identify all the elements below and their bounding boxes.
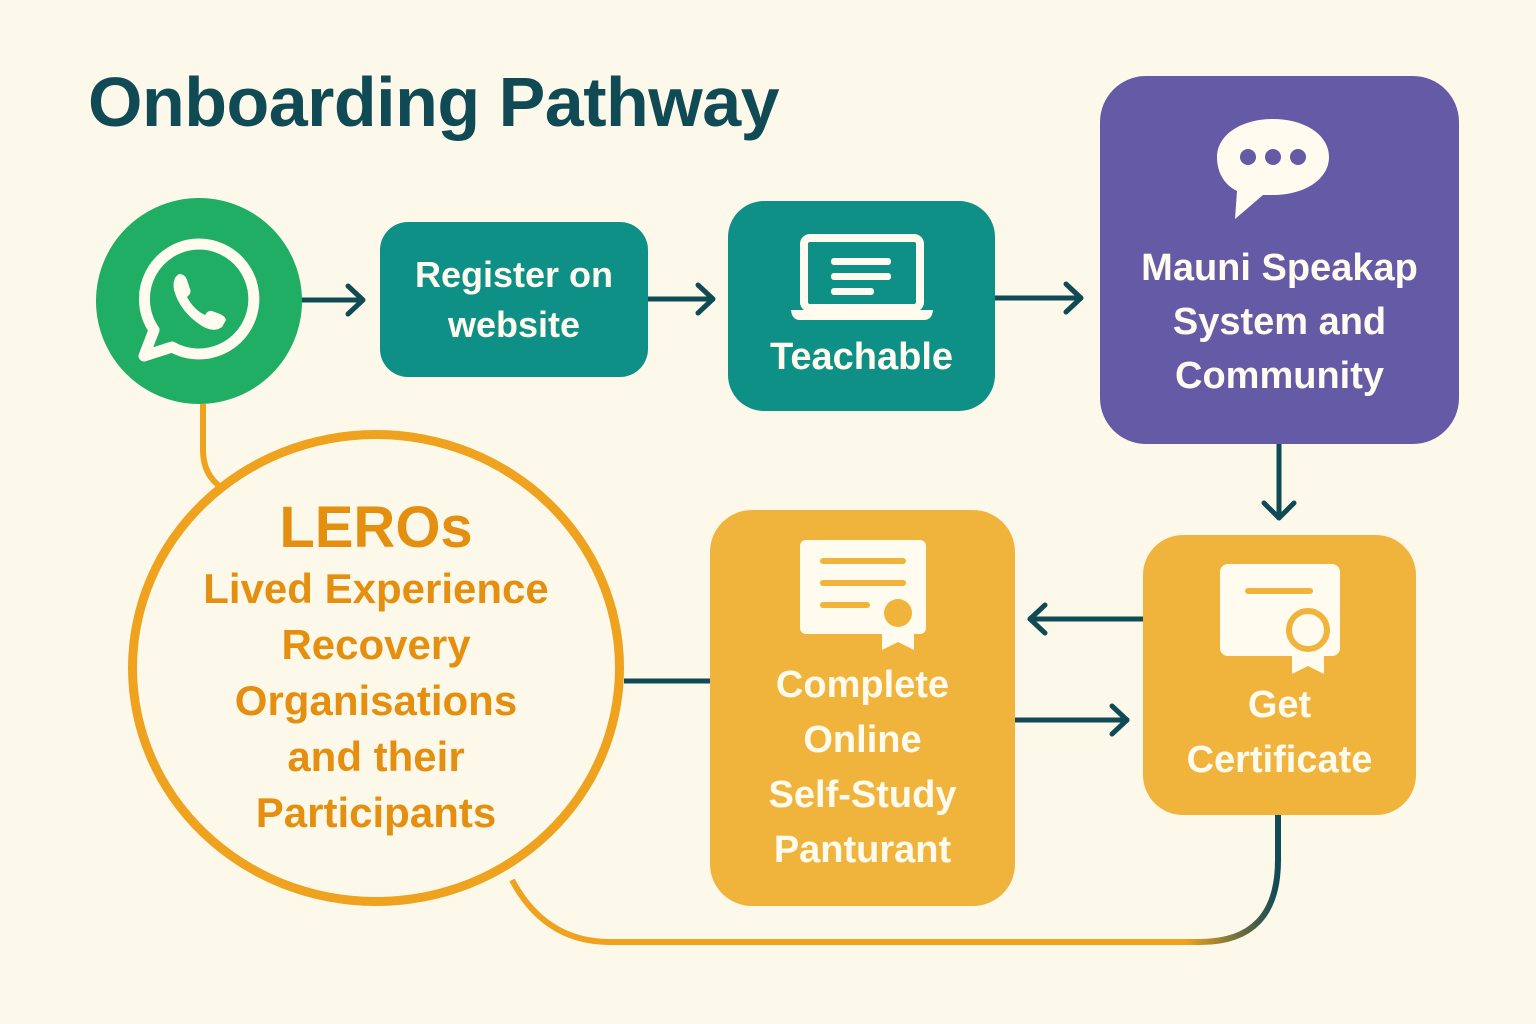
leros-label-line: Recovery bbox=[281, 621, 471, 668]
teachable-label: Teachable bbox=[769, 335, 954, 378]
leros-node[interactable]: LEROs Lived Experience Recovery Organisa… bbox=[128, 430, 624, 906]
certificate-icon bbox=[1219, 564, 1340, 674]
complete-self-study-node[interactable]: Complete Online Self-Study Panturant bbox=[710, 510, 1015, 906]
leros-label-line: Lived Experience bbox=[203, 565, 549, 612]
chat-bubble-icon bbox=[1216, 119, 1329, 219]
complete-label-line: Online bbox=[803, 719, 922, 761]
mauni-label-line: Mauni Speakap bbox=[1141, 247, 1418, 289]
whatsapp-node[interactable] bbox=[96, 198, 302, 404]
document-certificate-icon bbox=[799, 540, 926, 650]
arrow-mauni-certificate bbox=[1261, 441, 1297, 521]
get-certificate-label-line: Certificate bbox=[1186, 739, 1373, 781]
arrow-complete-certificate bbox=[1012, 703, 1130, 737]
complete-label-line: Panturant bbox=[773, 829, 952, 871]
register-label-line: Register on bbox=[414, 253, 614, 295]
connector-leros-certificate-loop bbox=[509, 815, 1281, 945]
mauni-label-line: System and bbox=[1172, 301, 1387, 343]
laptop-icon bbox=[790, 233, 933, 320]
mauni-label-line: Community bbox=[1175, 355, 1384, 397]
leros-label-line: and their bbox=[287, 733, 465, 780]
whatsapp-icon bbox=[138, 238, 260, 362]
register-node[interactable]: Register on website bbox=[380, 222, 648, 377]
register-label-line: website bbox=[447, 303, 581, 345]
arrow-whatsapp-register bbox=[299, 283, 366, 317]
get-certificate-node[interactable]: Get Certificate bbox=[1143, 535, 1416, 815]
complete-label-line: Self-Study bbox=[768, 774, 957, 816]
mauni-speakap-node[interactable]: Mauni Speakap System and Community bbox=[1100, 76, 1459, 444]
leros-heading: LEROs bbox=[279, 495, 473, 560]
leros-label-line: Organisations bbox=[234, 677, 518, 724]
get-certificate-label-line: Get bbox=[1247, 684, 1312, 726]
page-title: Onboarding Pathway bbox=[88, 63, 780, 141]
arrow-register-teachable bbox=[645, 282, 716, 316]
arrow-teachable-mauni bbox=[992, 281, 1084, 315]
teachable-node[interactable]: Teachable bbox=[728, 201, 995, 411]
leros-label-line: Participants bbox=[255, 789, 497, 836]
arrow-certificate-complete bbox=[1027, 602, 1146, 636]
connector-whatsapp-leros bbox=[200, 404, 224, 491]
complete-label-line: Complete bbox=[775, 664, 950, 706]
